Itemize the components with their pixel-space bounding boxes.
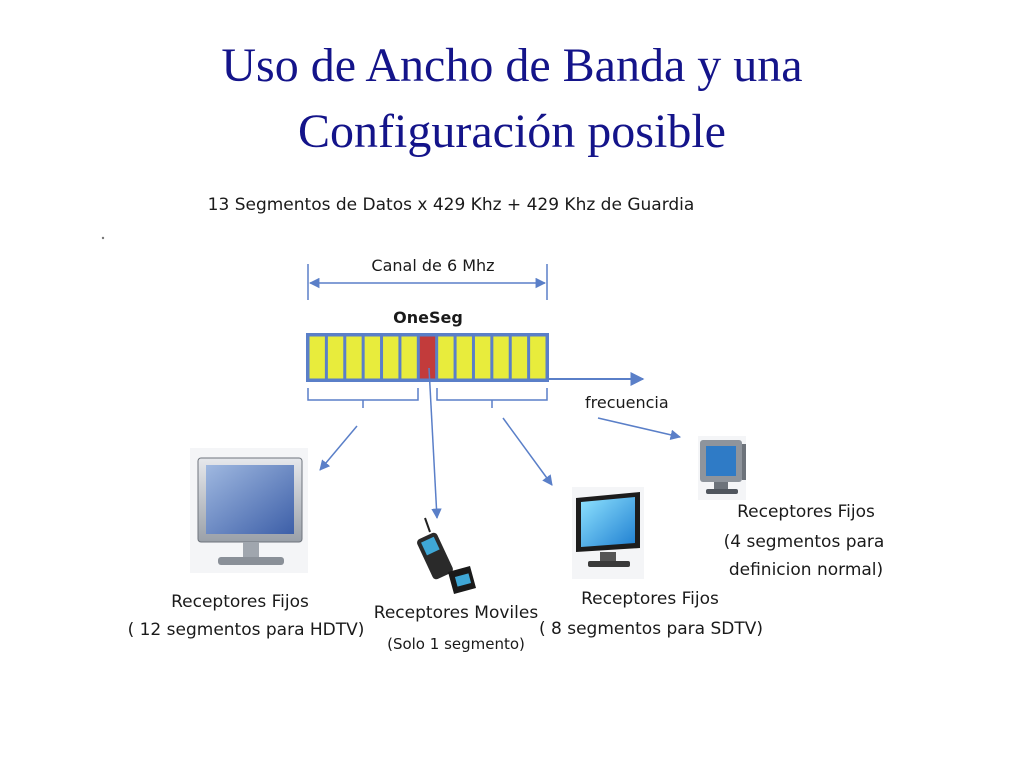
segment <box>401 336 417 379</box>
channel-label: Canal de 6 Mhz <box>371 256 494 275</box>
receiver-mobile-label: Receptores Moviles <box>374 603 539 623</box>
arrow-to-mobile <box>428 367 442 520</box>
arrow-to-crt <box>597 417 682 440</box>
receiver-crt-detail: (4 segmentos para <box>724 532 885 552</box>
segment <box>346 336 362 379</box>
segment <box>327 336 344 379</box>
segment <box>493 336 509 379</box>
frequency-axis-label: frecuencia <box>585 393 669 412</box>
brace-right-group <box>436 388 548 408</box>
receiver-hdtv-label: Receptores Fijos <box>171 592 309 612</box>
slide-title-line-2: Configuración posible <box>298 105 726 158</box>
oneseg-label: OneSeg <box>393 308 463 327</box>
segment <box>456 336 472 379</box>
segment <box>474 336 491 379</box>
segment <box>383 336 399 379</box>
arrow-to-sdtv <box>502 417 553 486</box>
tv-hdtv-icon <box>190 448 308 573</box>
segment <box>511 336 528 379</box>
segment-strip <box>306 333 549 382</box>
diagram-header: 13 Segmentos de Datos x 429 Khz + 429 Kh… <box>208 195 695 215</box>
receiver-hdtv-detail: ( 12 segmentos para HDTV) <box>128 620 365 640</box>
segment <box>309 336 325 379</box>
slide-title-line-1: Uso de Ancho de Banda y una <box>221 39 803 92</box>
receiver-sdtv-detail: ( 8 segmentos para SDTV) <box>539 619 763 639</box>
receiver-mobile-detail: (Solo 1 segmento) <box>387 635 525 653</box>
receiver-sdtv-label: Receptores Fijos <box>581 589 719 609</box>
receiver-crt-label: Receptores Fijos <box>737 502 875 522</box>
brace-left-group <box>307 388 419 408</box>
segment <box>364 336 381 379</box>
receiver-crt-detail-2: definicion normal) <box>729 560 883 580</box>
segment <box>438 336 454 379</box>
segment <box>530 336 546 379</box>
stray-dot <box>101 236 105 240</box>
arrow-to-hdtv <box>319 425 358 471</box>
mobile-phone-icon <box>417 517 476 594</box>
monitor-crt-icon <box>698 436 746 500</box>
monitor-sdtv-icon <box>572 487 644 579</box>
segment-oneseg <box>419 336 436 379</box>
